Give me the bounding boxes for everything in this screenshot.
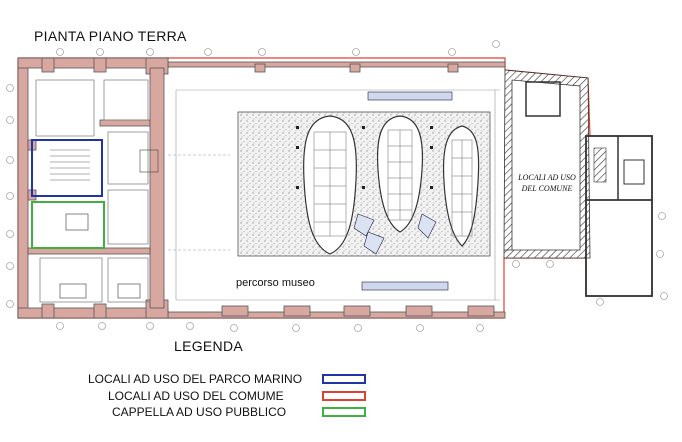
legend-swatch-red [322, 391, 366, 401]
comune-room-label-line1: LOCALI AD USO [517, 173, 576, 182]
legend-item-comune: LOCALI AD USO DEL COMUME [108, 389, 284, 403]
page-title: PIANTA PIANO TERRA [34, 28, 187, 44]
parco-marino-rooms [31, 79, 149, 303]
cappella-room [31, 201, 105, 249]
main-hall [139, 89, 500, 301]
comune-room-label-line2: DEL COMUNE [521, 184, 573, 193]
legend-item-parco-marino: LOCALI AD USO DEL PARCO MARINO [88, 372, 302, 386]
boat-3-icon [442, 125, 480, 247]
legend-title: LEGENDA [174, 338, 244, 354]
boat-display-area [237, 111, 491, 257]
legend-swatch-green [322, 407, 366, 417]
comune-block-walls [503, 69, 653, 297]
legend-swatch-blue [322, 374, 366, 384]
legend-label: LOCALI AD USO DEL COMUME [108, 389, 284, 403]
legend-item-cappella: CAPPELLA AD USO PUBBLICO [112, 405, 286, 419]
grid-markers [6, 40, 668, 332]
percorso-museo-label: percorso museo [236, 277, 315, 289]
legend-label: CAPPELLA AD USO PUBBLICO [112, 405, 287, 419]
legend-label: LOCALI AD USO DEL PARCO MARINO [88, 372, 303, 386]
exterior-walls [17, 57, 506, 319]
